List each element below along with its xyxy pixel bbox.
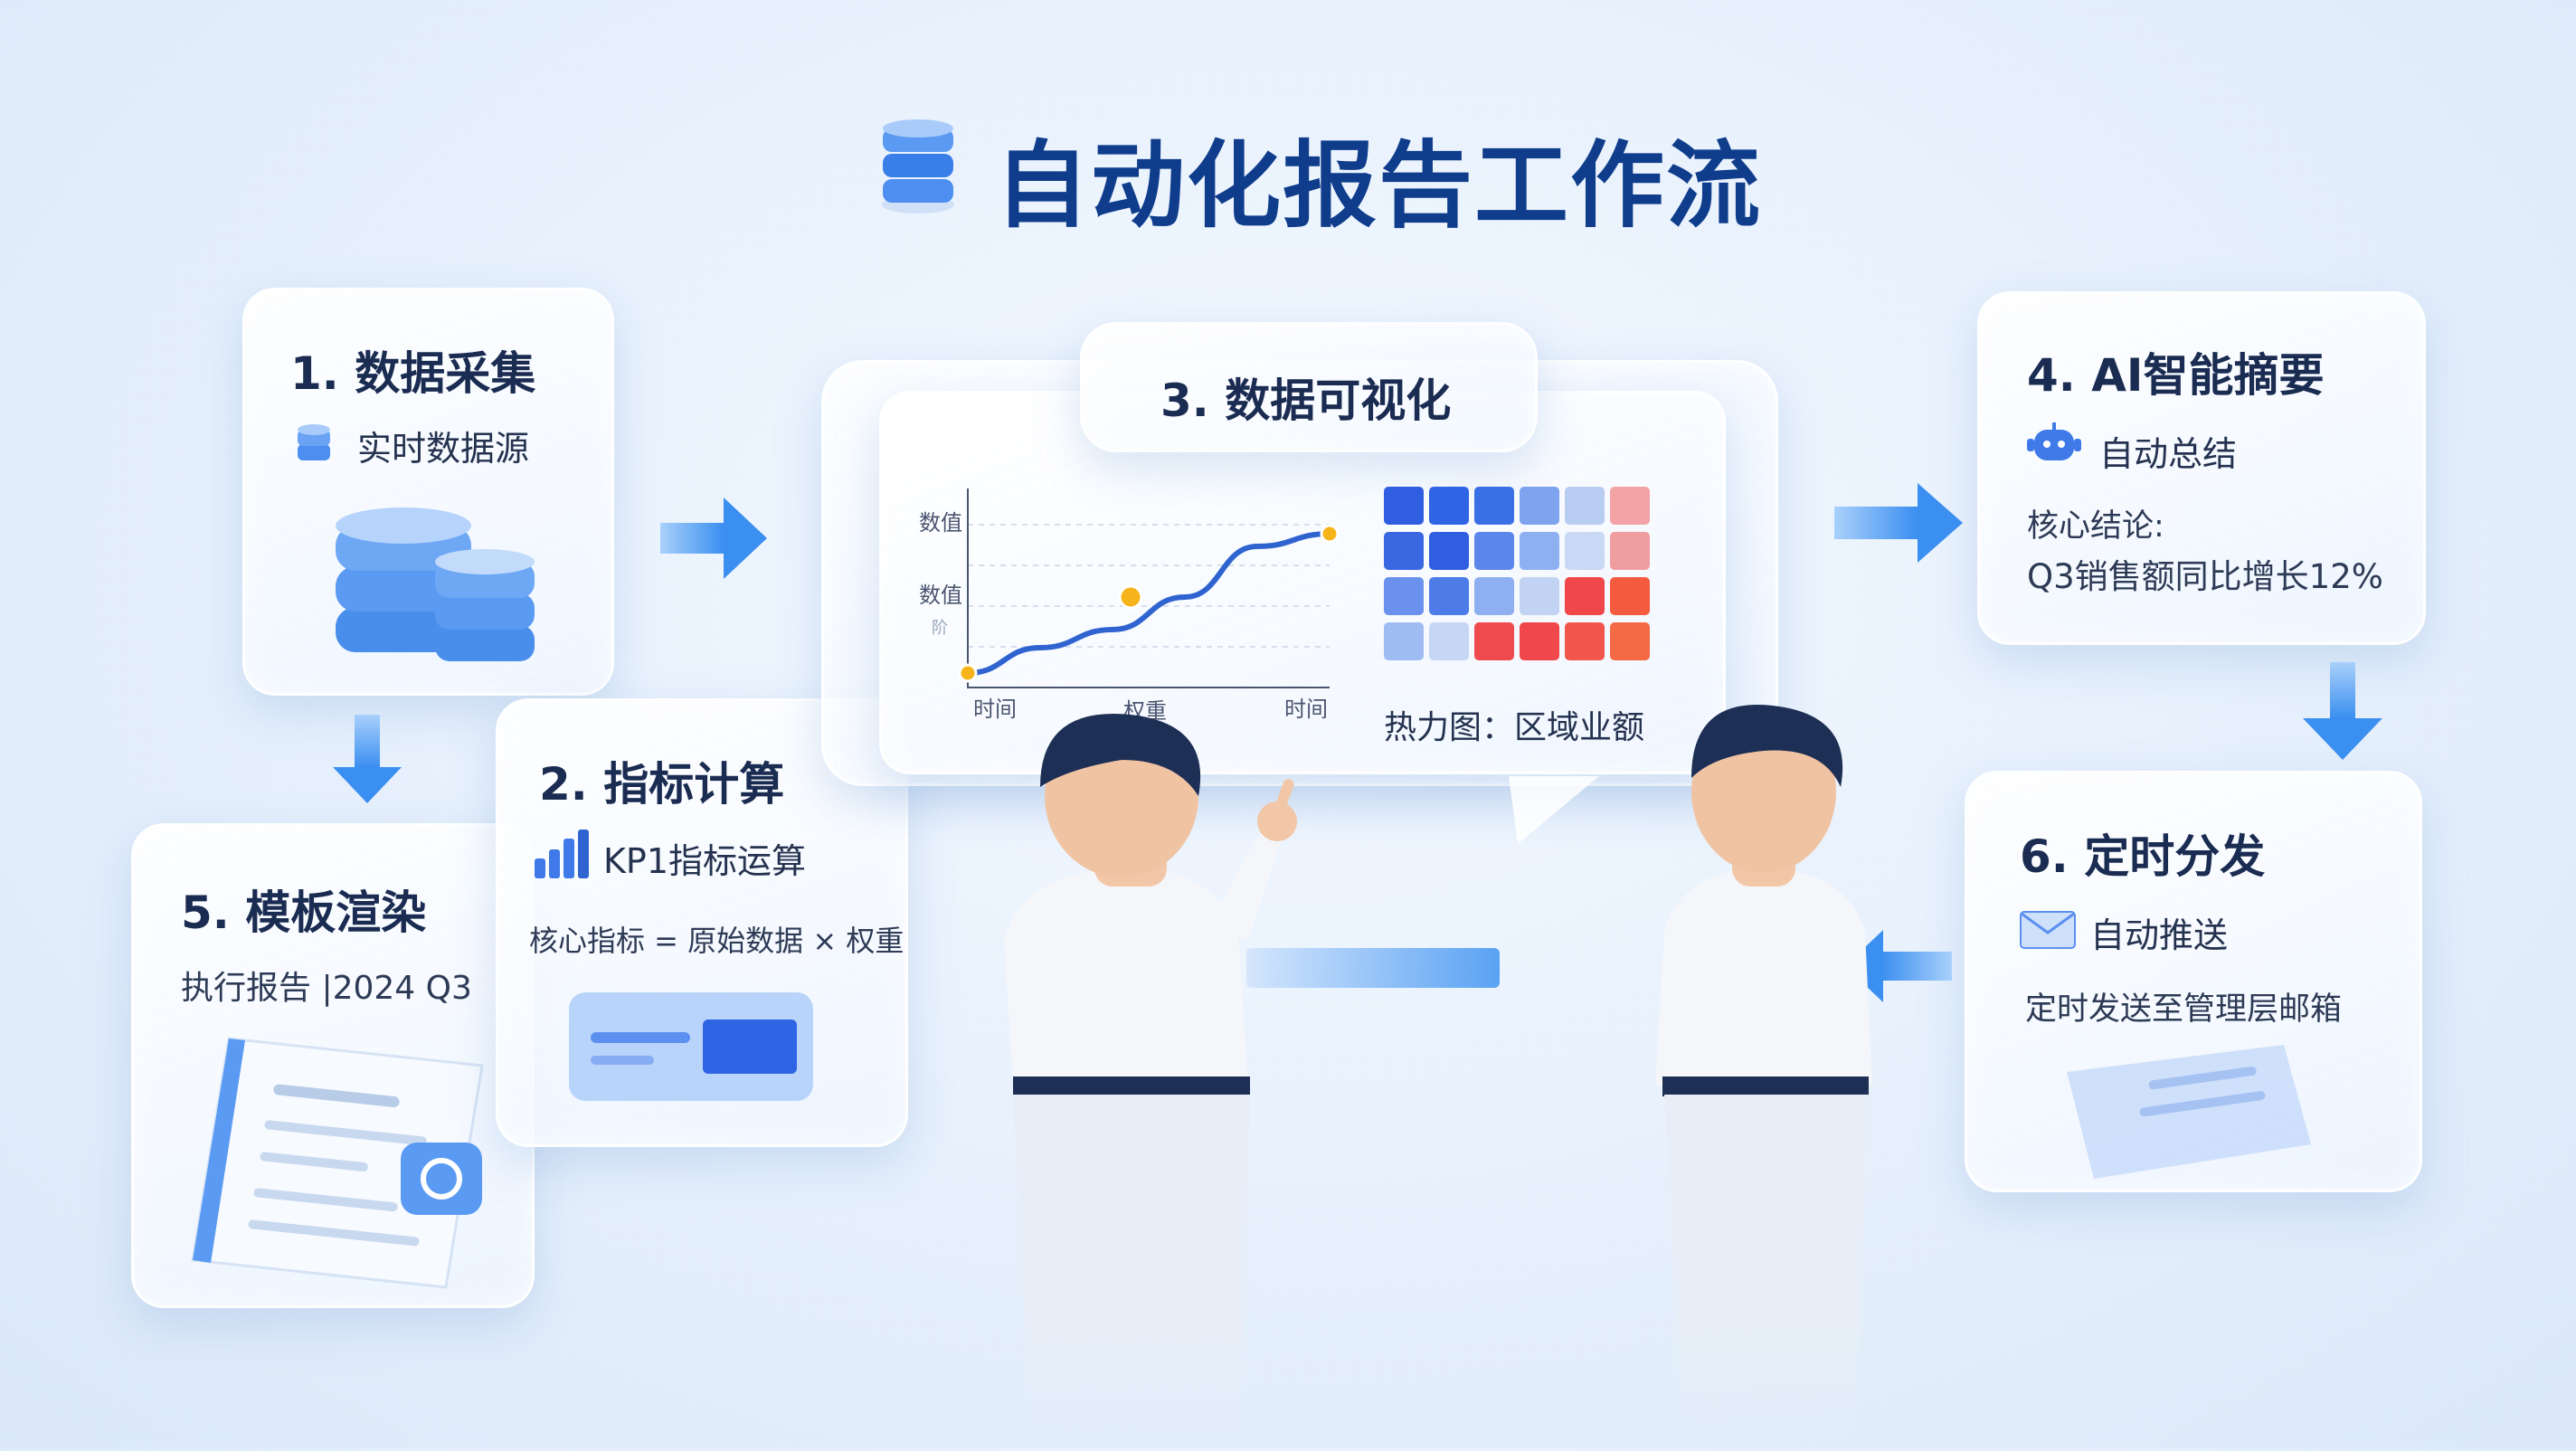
chart-axes	[967, 488, 1330, 688]
heatmap-cell	[1474, 487, 1514, 525]
step-4-title: 4. AI智能摘要	[2027, 349, 2325, 402]
heatmap-cell	[1565, 532, 1605, 570]
heatmap-cell	[1429, 622, 1469, 660]
report-document-icon	[175, 1020, 518, 1292]
heatmap-caption: 热力图：区域业额	[1384, 709, 1645, 746]
heatmap-cell	[1429, 577, 1469, 615]
database-stack-icon	[327, 489, 544, 670]
x-tick-3: 时间	[1284, 697, 1328, 722]
robot-icon	[2027, 421, 2081, 466]
x-tick-1: 时间	[973, 697, 1017, 722]
step-2-sub: KP1指标运算	[603, 841, 807, 881]
y-tick-3: 阶	[932, 619, 948, 638]
person-standing-figure	[1628, 697, 1899, 1447]
heatmap-cell	[1520, 487, 1559, 525]
heatmap-cell	[1474, 577, 1514, 615]
step-5-title: 5. 模板渲染	[181, 887, 427, 939]
y-tick-1: 数值	[919, 510, 962, 536]
step-4-text-2: Q3销售额同比增长12%	[2027, 557, 2383, 596]
data-point	[1118, 584, 1143, 610]
bar-chart-icon	[533, 828, 591, 878]
heatmap-cell	[1429, 487, 1469, 525]
heatmap-cell	[1520, 577, 1559, 615]
heatmap-cell	[1565, 487, 1605, 525]
heatmap-cell	[1474, 532, 1514, 570]
paper-stack-icon	[2040, 1045, 2329, 1181]
speech-bubble-tail	[1509, 776, 1608, 849]
person-pointing-figure	[941, 706, 1321, 1447]
step-3-title-pill: 3. 数据可视化	[1080, 322, 1538, 452]
arrow-right-2	[1834, 483, 1965, 566]
step-3-title: 3. 数据可视化	[1160, 375, 1452, 427]
heatmap	[1384, 487, 1655, 668]
step-6-text: 定时发送至管理层邮箱	[2025, 991, 2343, 1028]
step-6-sub: 自动推送	[2090, 915, 2229, 955]
title-db-icon	[877, 116, 959, 215]
connector-bar	[1246, 948, 1500, 988]
heatmap-cell	[1610, 577, 1650, 615]
step-1-title: 1. 数据采集	[290, 347, 536, 400]
heatmap-cell	[1565, 577, 1605, 615]
heatmap-cell	[1384, 622, 1424, 660]
step-2-title: 2. 指标计算	[539, 758, 785, 811]
kpi-widget-icon	[569, 992, 813, 1101]
step-6-title: 6. 定时分发	[2020, 830, 2266, 883]
step-4-sub: 自动总结	[2099, 434, 2238, 474]
heatmap-cell	[1384, 487, 1424, 525]
heatmap-cell	[1384, 577, 1424, 615]
step-6-card: 6. 定时分发 自动推送 定时发送至管理层邮箱	[1965, 771, 2422, 1192]
arrow-right-1	[660, 498, 769, 583]
y-tick-2: 数值	[919, 583, 962, 608]
heatmap-cell	[1610, 487, 1650, 525]
data-point	[958, 663, 978, 683]
step-5-sub: 执行报告 |2024 Q3	[181, 970, 472, 1007]
heatmap-cell	[1610, 532, 1650, 570]
heatmap-cell	[1520, 532, 1559, 570]
database-small-icon	[294, 417, 334, 466]
step-2-card: 2. 指标计算 KP1指标运算 核心指标 = 原始数据 × 权重	[496, 698, 908, 1147]
step-4-text-1: 核心结论:	[2027, 508, 2164, 545]
page-title: 自动化报告工作流	[995, 130, 1763, 241]
arrow-down-1	[333, 715, 402, 809]
heatmap-cell	[1520, 622, 1559, 660]
step-4-card: 4. AI智能摘要 自动总结 核心结论: Q3销售额同比增长12%	[1977, 291, 2426, 645]
heatmap-cell	[1429, 532, 1469, 570]
heatmap-cell	[1565, 622, 1605, 660]
step-5-card: 5. 模板渲染 执行报告 |2024 Q3	[131, 823, 535, 1308]
line-chart	[958, 488, 1340, 688]
arrow-down-2	[2303, 662, 2382, 765]
mail-icon	[2020, 911, 2076, 949]
heatmap-cell	[1474, 622, 1514, 660]
series-line	[965, 531, 1332, 676]
step-1-card: 1. 数据采集 实时数据源	[242, 288, 614, 696]
step-2-formula: 核心指标 = 原始数据 × 权重	[529, 924, 904, 958]
heatmap-cell	[1384, 532, 1424, 570]
data-point	[1320, 524, 1340, 544]
step-1-sub: 实时数据源	[357, 429, 530, 469]
heatmap-cell	[1610, 622, 1650, 660]
